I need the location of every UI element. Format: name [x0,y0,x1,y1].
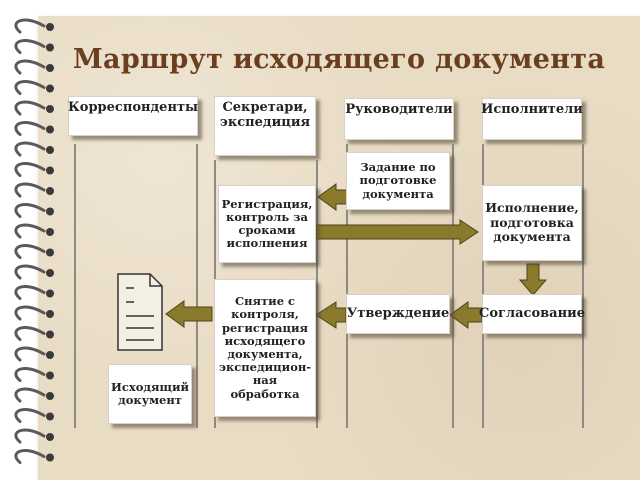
arrow-agreement-to-approval [449,301,483,329]
spiral-ring [14,182,46,198]
spiral-ring [14,223,46,239]
spiral-hole [46,228,54,236]
spiral-hole [46,84,54,93]
spiral-hole [46,64,54,72]
spiral-ring [14,202,46,218]
spiral-ring [14,407,46,423]
spiral-ring [14,366,46,382]
spiral-ring [14,141,46,157]
spiral-ring [14,59,46,75]
arrow-removal-to-document [165,300,213,328]
step-registration: Регистрация, контроль за сроками исполне… [218,185,316,263]
spiral-hole [46,351,54,359]
spiral-hole [46,269,54,277]
spiral-ring [14,100,46,116]
spiral-ring [14,305,46,321]
arrow-execution-to-agreement [518,263,548,296]
spiral-hole [46,248,54,257]
spiral-ring [14,38,46,54]
lane-line-correspondents-left [74,144,76,428]
spiral-ring [14,18,46,34]
spiral-hole [46,453,54,462]
arrow-registration-to-execution [315,219,479,245]
spiral-ring [14,346,46,362]
spiral-ring [14,428,46,444]
spiral-hole [46,310,54,318]
spiral-ring [14,387,46,403]
lane-line-managers-left [346,144,348,428]
step-approval: Утверждение [346,294,450,334]
spiral-ring [14,284,46,300]
spiral-hole [46,207,54,216]
lane-line-secretaries-right [316,160,318,428]
spiral-ring [14,120,46,136]
lane-header-managers: Руководители [344,98,454,140]
page-title: Маршрут исходящего документа [72,44,606,75]
spiral-ring [14,325,46,341]
spiral-hole [46,166,54,175]
step-agreement: Согласование [479,294,585,334]
lane-header-correspondents: Корреспонденты [68,96,198,136]
lane-header-secretaries: Секретари, экспедиция [214,96,316,156]
lane-line-executors-left [482,144,484,428]
spiral-ring [14,243,46,259]
spiral-hole [46,125,54,134]
lane-line-managers-right [452,144,454,428]
spiral-hole [46,289,54,298]
lane-header-executors: Исполнители [481,98,583,140]
spiral-hole [46,412,54,421]
spiral-ring [14,264,46,280]
spiral-ring [14,79,46,95]
spiral-hole [46,187,54,195]
spiral-hole [46,43,54,52]
spiral-hole [46,433,54,441]
spiral-hole [46,23,54,31]
spiral-hole [46,330,54,339]
lane-line-correspondents-right [196,144,198,428]
spiral-hole [46,392,54,400]
lane-line-executors-right [582,144,584,428]
spiral-ring [14,448,46,464]
spiral-hole [46,105,54,113]
spiral-hole [46,146,54,154]
arrow-approval-to-removal [315,301,347,329]
spiral-hole [46,371,54,380]
step-task: Задание по подготовке документа [346,152,450,210]
step-removal: Снятие с контроля, регистрация исходящег… [214,279,316,417]
spiral-ring [14,161,46,177]
step-execution: Исполнение, подготовка документа [482,185,582,261]
step-outgoing-document: Исходящий документ [108,364,192,424]
